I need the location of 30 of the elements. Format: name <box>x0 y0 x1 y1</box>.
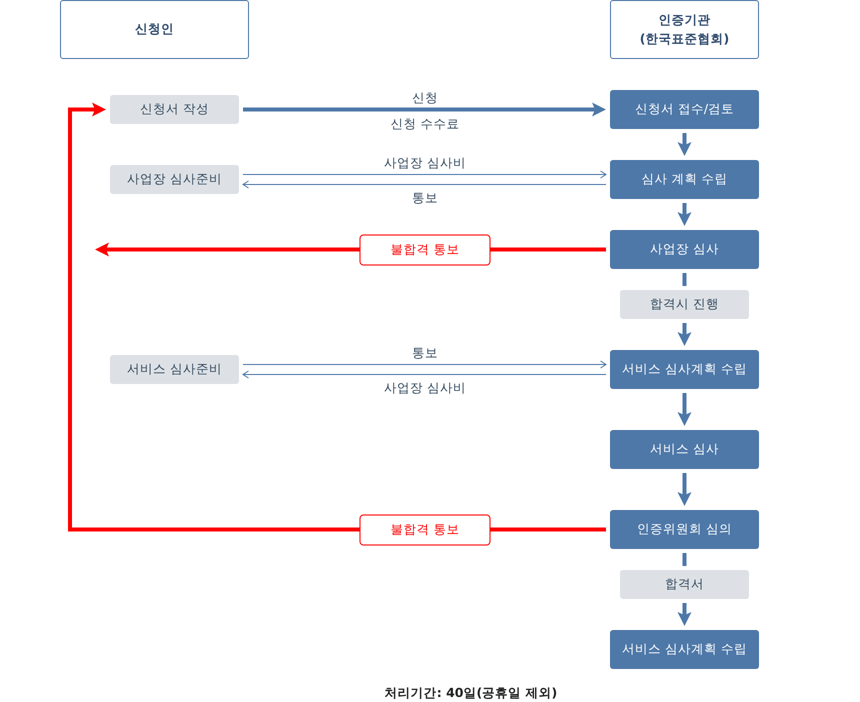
process-box: 인증위원회 심의 <box>610 510 759 549</box>
process-box: 서비스 심사계획 수립 <box>610 350 759 389</box>
arrow <box>678 133 692 156</box>
arrow <box>678 393 692 426</box>
arrow <box>243 102 606 116</box>
connector-line <box>682 553 686 566</box>
connector-line <box>682 273 686 286</box>
arrow <box>242 180 606 188</box>
arrow <box>242 370 606 378</box>
edge-label: 불합격 통보 <box>360 514 490 545</box>
header-box: 신청인 <box>60 0 249 59</box>
process-box: 서비스 심사계획 수립 <box>610 630 759 669</box>
edge-label: 불합격 통보 <box>360 234 490 265</box>
process-box: 사업장 심사 <box>610 230 759 269</box>
process-box: 심사 계획 수립 <box>610 160 759 199</box>
arrow <box>678 473 692 506</box>
task-box: 사업장 심사준비 <box>110 165 239 194</box>
task-box: 서비스 심사준비 <box>110 355 239 384</box>
condition-box: 합격서 <box>620 570 749 599</box>
arrow <box>242 360 606 368</box>
arrow <box>678 603 692 626</box>
process-box: 서비스 심사 <box>610 430 759 469</box>
caption: 처리기간: 40일(공휴일 제외) <box>384 685 558 701</box>
task-box: 신청서 작성 <box>110 95 239 124</box>
arrow <box>242 170 606 178</box>
header-box: 인증기관 (한국표준협회) <box>610 0 759 59</box>
arrow <box>678 323 692 346</box>
condition-box: 합격시 진행 <box>620 290 749 319</box>
process-box: 신청서 접수/검토 <box>610 90 759 129</box>
arrow <box>678 203 692 226</box>
